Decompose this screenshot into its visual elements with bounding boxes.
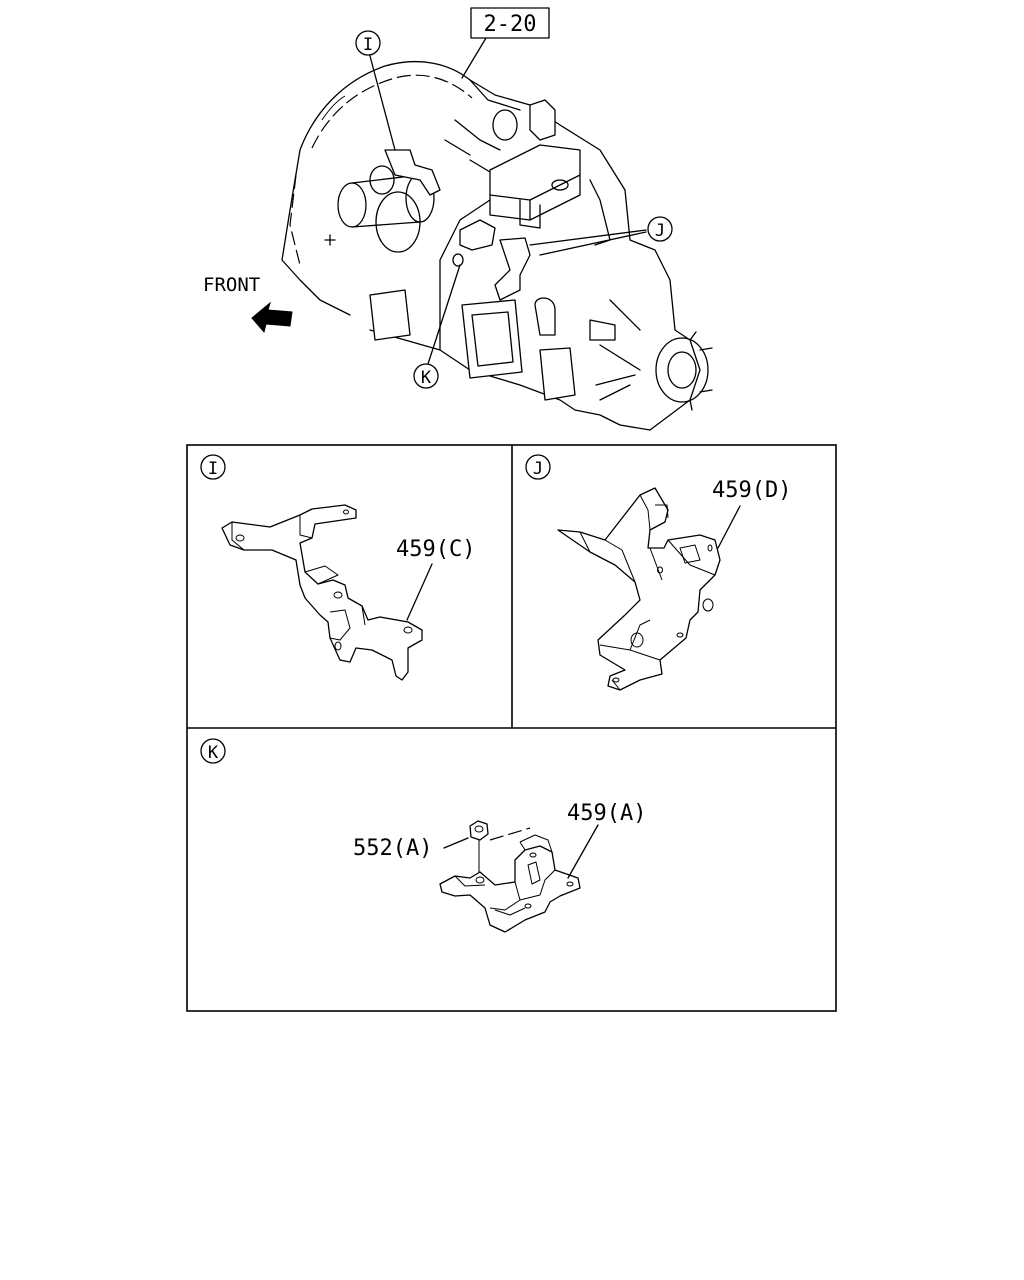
callout-i-panel[interactable]: I — [200, 454, 226, 480]
bracket-i-installed — [384, 149, 441, 196]
svg-text:J: J — [533, 459, 543, 479]
callout-k-top[interactable]: K — [413, 363, 439, 389]
part-label-459d: 459(D) — [712, 478, 791, 503]
part-459a-leader — [567, 824, 599, 879]
callout-k-leader — [427, 264, 461, 365]
bracket-459a[interactable] — [439, 834, 581, 933]
bracket-k-installed — [459, 219, 496, 251]
side-cover — [461, 299, 523, 379]
callout-j-panel[interactable]: J — [525, 454, 551, 480]
svg-text:K: K — [208, 743, 219, 763]
output-flange — [655, 331, 713, 411]
reference-box[interactable]: 2-20 — [470, 7, 550, 39]
callout-j-leader — [529, 229, 647, 256]
front-label: FRONT — [203, 274, 260, 296]
part-label-459a: 459(A) — [567, 801, 646, 826]
svg-text:I: I — [208, 459, 218, 479]
shift-tower — [489, 99, 611, 246]
assembly-axis — [489, 827, 531, 841]
pto-cover — [369, 289, 411, 341]
bracket-459c[interactable] — [221, 504, 423, 681]
reference-number: 2-20 — [484, 12, 537, 37]
callout-i-leader — [369, 55, 396, 151]
part-label-459c: 459(C) — [396, 537, 475, 562]
bracket-459d[interactable] — [557, 487, 721, 691]
part-459d-leader — [717, 505, 741, 549]
front-arrow-icon — [251, 301, 293, 334]
detail-panel-k: K 552(A) 459(A) — [200, 738, 646, 933]
detail-panel-i: I 459(C) — [200, 454, 475, 681]
transmission-overview: 2-20 — [203, 7, 713, 431]
bracket-j-installed — [494, 237, 531, 301]
transmission-case — [369, 79, 701, 431]
detail-panels — [186, 444, 837, 1012]
bell-housing — [281, 60, 521, 316]
detail-panel-j: J 459(D) — [525, 454, 791, 691]
svg-text:J: J — [655, 221, 665, 241]
callout-k-panel[interactable]: K — [200, 738, 226, 764]
part-459c-leader — [406, 563, 433, 621]
callout-j-top[interactable]: J — [647, 216, 673, 242]
part-552a-leader — [443, 837, 469, 849]
callout-i-top[interactable]: I — [355, 30, 381, 56]
svg-text:K: K — [421, 368, 432, 388]
part-label-552a: 552(A) — [353, 836, 432, 861]
reference-leader — [461, 37, 487, 79]
svg-text:I: I — [363, 35, 373, 55]
nut-552a[interactable] — [469, 820, 489, 872]
